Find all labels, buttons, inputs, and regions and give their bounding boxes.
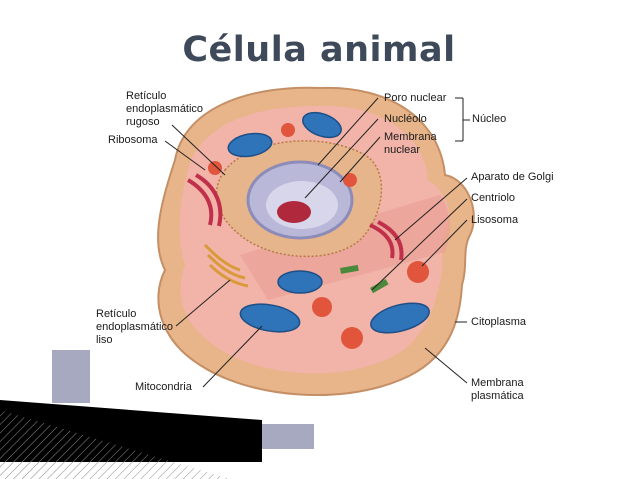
label-membrana-nuclear-2: nuclear xyxy=(384,144,421,156)
lysosome-group xyxy=(208,123,429,349)
label-nucleolo: Nucléolo xyxy=(384,113,427,125)
label-membrana-nuclear: Membrana nuclear xyxy=(384,131,437,157)
label-reticulo-rugoso-1: Retículo xyxy=(126,90,167,102)
label-mitocondria: Mitocondria xyxy=(135,381,192,393)
mitochondria-group xyxy=(227,111,430,334)
label-ribosoma: Ribosoma xyxy=(108,134,158,146)
label-reticulo-liso-1: Retículo xyxy=(96,308,137,320)
label-reticulo-liso: Retículo endoplasmático liso xyxy=(96,308,173,347)
centriole-group xyxy=(340,264,389,294)
label-lisosoma: Lisosoma xyxy=(471,214,519,226)
label-membrana-nuclear-1: Membrana xyxy=(384,131,437,143)
label-centriolo: Centriolo xyxy=(471,192,516,204)
label-reticulo-liso-3: liso xyxy=(96,334,113,346)
label-citoplasma: Citoplasma xyxy=(471,316,527,328)
leader-lines xyxy=(164,97,470,388)
golgi-group xyxy=(186,173,404,261)
label-reticulo-rugoso-3: rugoso xyxy=(126,116,160,128)
label-poro-nuclear: Poro nuclear xyxy=(384,92,447,104)
label-reticulo-liso-2: endoplasmático xyxy=(96,321,174,333)
label-membrana-plasmatica-2: plasmática xyxy=(471,390,524,402)
smooth-er-group xyxy=(203,243,249,288)
label-membrana-plasmatica-1: Membrana xyxy=(471,377,524,389)
label-nucleo: Núcleo xyxy=(472,113,507,125)
label-membrana-plasmatica: Membrana plasmática xyxy=(471,377,524,403)
deco-gray-block xyxy=(52,350,90,403)
label-reticulo-rugoso-2: endoplasmático xyxy=(126,103,204,115)
deco-gray-bar xyxy=(262,424,314,449)
label-reticulo-rugoso: Retículo endoplasmático rugoso xyxy=(126,90,203,129)
nucleolus-shape xyxy=(277,201,311,223)
label-aparato-golgi: Aparato de Golgi xyxy=(471,171,554,183)
slide-title: Célula animal xyxy=(182,30,456,70)
